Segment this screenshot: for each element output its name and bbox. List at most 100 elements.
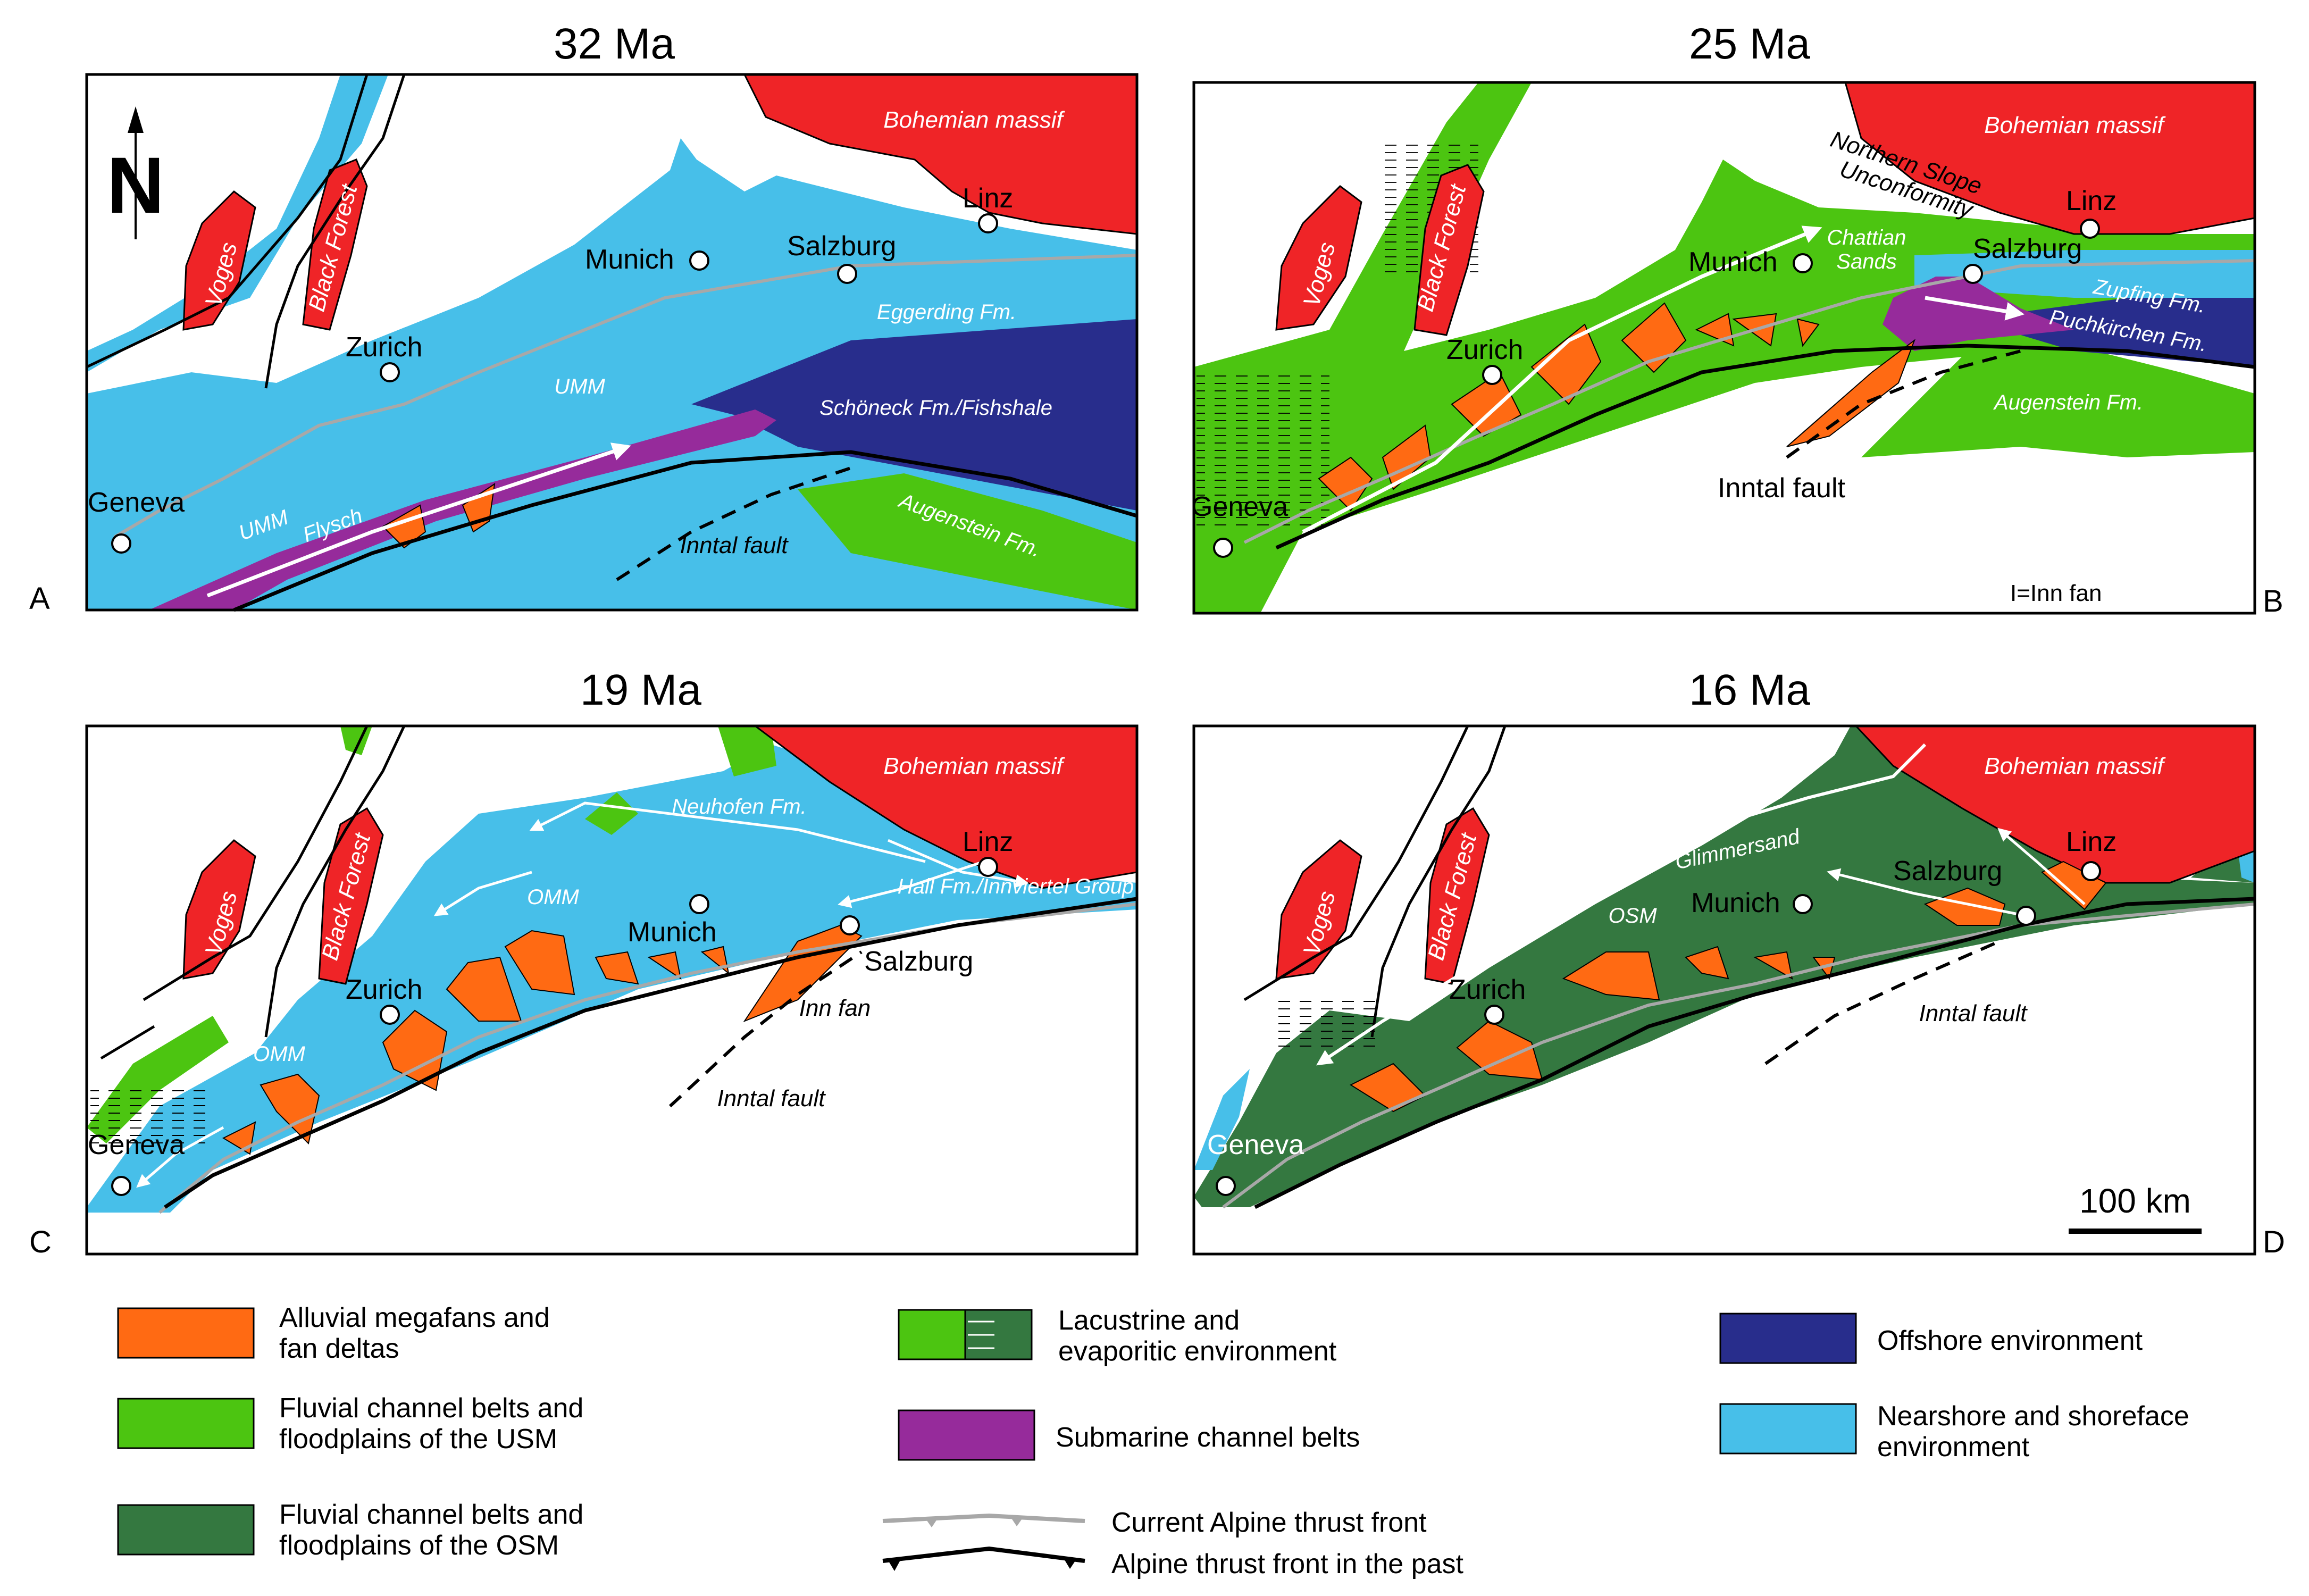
panel-b-inntal-label: Inntal fault [1718,473,1845,504]
legend-swatch-nearshore [1719,1403,1857,1455]
panel-a-usm-zone [798,473,1137,610]
city-label: Salzburg [864,946,973,977]
panel-d-current-thrust-front [1222,903,2255,1209]
panel-d-letter: D [2263,1225,2285,1259]
panel-a-city-munich: Munich [585,244,709,275]
city-label: Munich [1691,888,1780,918]
scale-bar: 100 km [2069,1182,2202,1234]
city-label: Zurich [1449,974,1526,1005]
legend-label-offshore: Offshore environment [1877,1325,2143,1356]
city-label: Geneva [88,487,185,518]
city-label: Salzburg [1893,856,2002,887]
panel-c-inntal-label: Inntal fault [717,1085,826,1112]
panel-a-city-salzburg: Salzburg [787,231,896,284]
panel-b-city-munich: Munich [1688,247,1813,278]
legend-swatch-usm [117,1398,255,1449]
panel-a-rhine-graben-fault [86,74,369,369]
panel-c-fault-segment [100,1025,155,1060]
city-label: Zurich [346,974,422,1005]
panel-d-megafan [1685,946,1729,980]
panel-b-city-linz: Linz [2066,186,2116,239]
panel-c-flow-arrow [433,871,532,916]
panel-a-voges [182,190,256,331]
panel-a-eggerding-label: Eggerding Fm. [877,300,1016,324]
panel-d-megafan [2041,860,2107,910]
panel-b-inn-fan-key: I=Inn fan [2010,580,2102,606]
panel-d-bohemian-label: Bohemian massif [1984,753,2166,779]
panel-c-megafan [595,951,639,985]
panel-d-title: 16 Ma [1689,666,1810,714]
panel-c-omm-label: OMM [527,885,579,909]
panel-a-frame [85,73,1139,612]
panel-b-frame [1192,81,2256,615]
panel-a-past-thrust-front [233,450,1137,612]
legend-label-nearshore-2: environment [1877,1432,2030,1463]
panel-d-nearshore-zone [1194,1069,1250,1170]
panel-c-letter: C [29,1225,52,1259]
panel-c-voges [182,839,256,980]
legend-label-current-front: Current Alpine thrust front [1111,1507,1427,1538]
panel-c-city-salzburg: Salzburg [840,915,973,977]
city-label: Zurich [346,332,422,363]
panel-c-title: 19 Ma [580,666,701,714]
legend-label-osm: Fluvial channel belts and [279,1499,583,1530]
legend-label-past-front: Alpine thrust front in the past [1111,1549,1463,1580]
panel-d-city-zurich: Zurich [1449,974,1526,1025]
city-label: Munich [585,244,674,275]
panel-a-umm-label: UMM [554,375,605,398]
legend-swatch-current-front [882,1513,1085,1527]
panel-c-inn-fan-label: Inn fan [799,995,871,1021]
panel-c-megafan [504,930,575,996]
panel-d-frame [1192,724,2256,1256]
panel-c-usm-zone [585,792,638,835]
legend-label-usm-2: floodplains of the USM [279,1424,557,1455]
panel-a-inntal-fault-line [616,466,851,581]
panel-b-inntal-fault-line [1786,349,2021,459]
panel-b-voges [1275,185,1362,331]
panel-d-osm-label: OSM [1608,904,1657,927]
panel-b-megafan [1530,323,1602,405]
panel-d: 16 Ma Voges Black Forest Bohemian massif… [1192,666,2285,1259]
legend-label-megafans: Alluvial megafans and [279,1302,550,1333]
panel-b-augenstein-label: Augenstein Fm. [1993,391,2143,414]
panel-d-megafan [1753,951,1793,980]
panel-a-city-linz: Linz [963,183,1013,233]
panel-b: 25 Ma Voges Black Forest Bohemian massif… [1191,20,2283,619]
panel-a-current-thrust-front [113,254,1137,539]
panel-b-black-forest [1413,164,1485,336]
panel-a: 32 Ma N Voges Bla [29,20,1139,616]
panel-c-rhine-graben-fault [264,725,406,1038]
panel-a-rhine-graben-fault [264,74,406,389]
city-label: Linz [2066,186,2116,216]
legend-label-megafans-2: fan deltas [279,1333,399,1364]
panel-b-sands-label: Sands [1836,250,1896,273]
panel-c-lacustrine-hatch [90,1090,207,1143]
panel-d-city-munich: Munich [1691,888,1813,918]
panel-b-submarine-channel [1883,277,2074,351]
panel-d-flow-arrow [1316,743,1927,1066]
panel-b-letter: B [2263,584,2283,619]
legend-label-lacustrine-2: evaporitic environment [1058,1336,1337,1367]
panel-c-city-zurich: Zurich [346,974,422,1025]
panel-c-current-thrust-front [158,903,1137,1214]
panel-c-megafan [382,1009,448,1091]
panel-c-megafan [446,956,522,1022]
legend: Alluvial megafans and fan deltas Fluvial… [117,1302,2189,1580]
panel-c-hall-label: Hall Fm./Innviertel Group [898,875,1134,898]
north-arrow-label: N [107,140,164,230]
panel-b-flow-arrow [1925,296,2024,321]
panel-b-city-salzburg: Salzburg [1963,233,2082,284]
city-label: Salzburg [787,231,896,262]
panel-a-schoneck-label: Schöneck Fm./Fishshale [819,396,1052,420]
panel-c-neuhofen-label: Neuhofen Fm. [672,795,806,818]
panel-b-current-thrust-front [1243,259,2255,544]
panel-c-inntal-fault-line [668,950,863,1108]
panel-b-megafan [1796,318,1820,347]
legend-label-nearshore: Nearshore and shoreface [1877,1401,2189,1432]
city-label: Munich [1688,247,1778,278]
panel-c-usm-zone [718,726,776,776]
panel-a-inntal-label: Inntal fault [680,532,789,558]
panel-b-offshore-zone [1968,298,2255,367]
panel-d-city-geneva: Geneva [1207,1130,1304,1196]
